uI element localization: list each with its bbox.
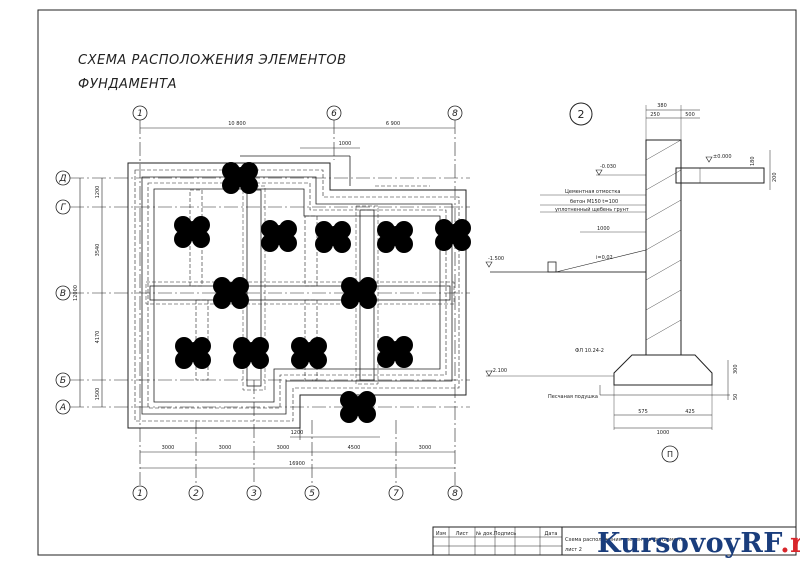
section-marker: 2 — [578, 108, 585, 121]
section-bottom-marker: П — [667, 450, 673, 459]
side-dim-1: 300 — [733, 364, 739, 374]
blind-width: 1000 — [597, 226, 610, 232]
axis-bottom-8: 8 — [452, 489, 458, 499]
dim-left-seg-1: 1200 — [95, 186, 101, 199]
section-dim-top-3: 500 — [685, 112, 695, 118]
dim-left-seg-3: 4170 — [95, 331, 101, 344]
note-soil: уплотненный щебень грунт — [555, 206, 629, 213]
stamp-sheet: лист 2 — [565, 547, 582, 553]
foundation-plan — [70, 120, 471, 485]
stamp-h-doc: № док. — [476, 531, 494, 537]
dim-bottom-overall: 16900 — [289, 461, 305, 467]
sheet-frame — [37, 9, 797, 556]
note-concrete: бетон М150 t=100 — [570, 199, 618, 205]
watermark-logo: KursovoyRF.ru — [597, 528, 800, 559]
dim-bottom-seg-3: 3000 — [277, 445, 290, 451]
axis-left-v: В — [60, 289, 66, 299]
level-upper: -0.030 — [600, 164, 616, 170]
axis-bottom-7: 7 — [393, 489, 399, 499]
axis-bottom-1: 1 — [137, 489, 143, 499]
footing-mark: ФЛ 10.24-2 — [575, 348, 604, 354]
plan-dimensions: 10 800 6 900 1000 16900 3000 3000 3000 4… — [73, 121, 431, 467]
axis-top-6: 6 — [331, 109, 337, 119]
note-blind-area: Цементная отмостка — [565, 189, 620, 195]
plan-title-line1: СХЕМА РАСПОЛОЖЕНИЯ ЭЛЕМЕНТОВ — [78, 53, 347, 68]
stamp-title: Схема расположения элементов фундамента — [565, 537, 686, 543]
level-footing: -2.100 — [491, 368, 507, 374]
dim-top-small: 1000 — [339, 141, 352, 147]
dim-top-left: 10 800 — [228, 121, 246, 127]
footing-dim-1: 575 — [638, 409, 648, 415]
level-top: ±0.000 — [713, 154, 732, 160]
dim-bottom-seg-4: 4500 — [348, 445, 361, 451]
dim-bottom-seg-5: 3000 — [419, 445, 432, 451]
stamp-h-izm: Изм — [436, 531, 446, 537]
section-dim-top-2: 250 — [650, 112, 660, 118]
footing-total: 1000 — [657, 430, 670, 436]
element-markers — [174, 162, 471, 423]
axis-bottom-3: 3 — [251, 489, 257, 499]
stamp-h-date: Дата — [545, 531, 558, 537]
stamp-h-sign: Подпись — [494, 531, 517, 537]
footing-dim-2: 425 — [685, 409, 695, 415]
watermark-domain: .ru — [780, 528, 800, 559]
axis-left-a: А — [59, 403, 66, 413]
title-block-texts: Изм Лист № док. Подпись Дата Схема распо… — [436, 531, 686, 553]
dim-left-seg-4: 1500 — [95, 388, 101, 401]
stamp-h-list: Лист — [456, 531, 469, 537]
dim-top-right: 6 900 — [386, 121, 400, 127]
axis-left-g: Г — [60, 203, 66, 213]
sand-bed: Песчаная подушка — [548, 394, 598, 400]
axis-top-1: 1 — [137, 109, 143, 119]
axis-bottom-5: 5 — [309, 489, 315, 499]
title-block — [432, 526, 797, 556]
axis-bottom-2: 2 — [193, 489, 199, 499]
axis-top-8: 8 — [452, 109, 458, 119]
section-dim-top-1: 380 — [657, 103, 667, 109]
dim-left-total: 12000 — [73, 285, 79, 301]
slope-label: i=0.02 — [596, 255, 613, 261]
section-right-dim-2: 200 — [772, 172, 778, 182]
dim-bottom-small: 1200 — [291, 430, 304, 436]
section-detail — [485, 102, 771, 463]
watermark-name: KursovoyRF — [597, 528, 781, 559]
axis-bubbles — [55, 105, 463, 501]
section-texts: 2 П 380 250 500 ±0.000 -0.030 -1.500 -2.… — [488, 103, 778, 459]
axis-left-b: Б — [60, 376, 66, 386]
axis-labels: 1 6 8 1 2 3 5 7 8 Д Г В Б А — [58, 109, 458, 499]
dim-left-seg-2: 3540 — [95, 244, 101, 257]
side-dim-2: 50 — [733, 394, 739, 400]
dim-bottom-seg-1: 3000 — [162, 445, 175, 451]
axis-left-d: Д — [58, 174, 66, 184]
plan-title-line2: ФУНДАМЕНТА — [78, 77, 177, 92]
section-right-dim-1: 180 — [750, 156, 756, 166]
dim-bottom-seg-2: 3000 — [219, 445, 232, 451]
level-ground: -1.500 — [488, 256, 504, 262]
